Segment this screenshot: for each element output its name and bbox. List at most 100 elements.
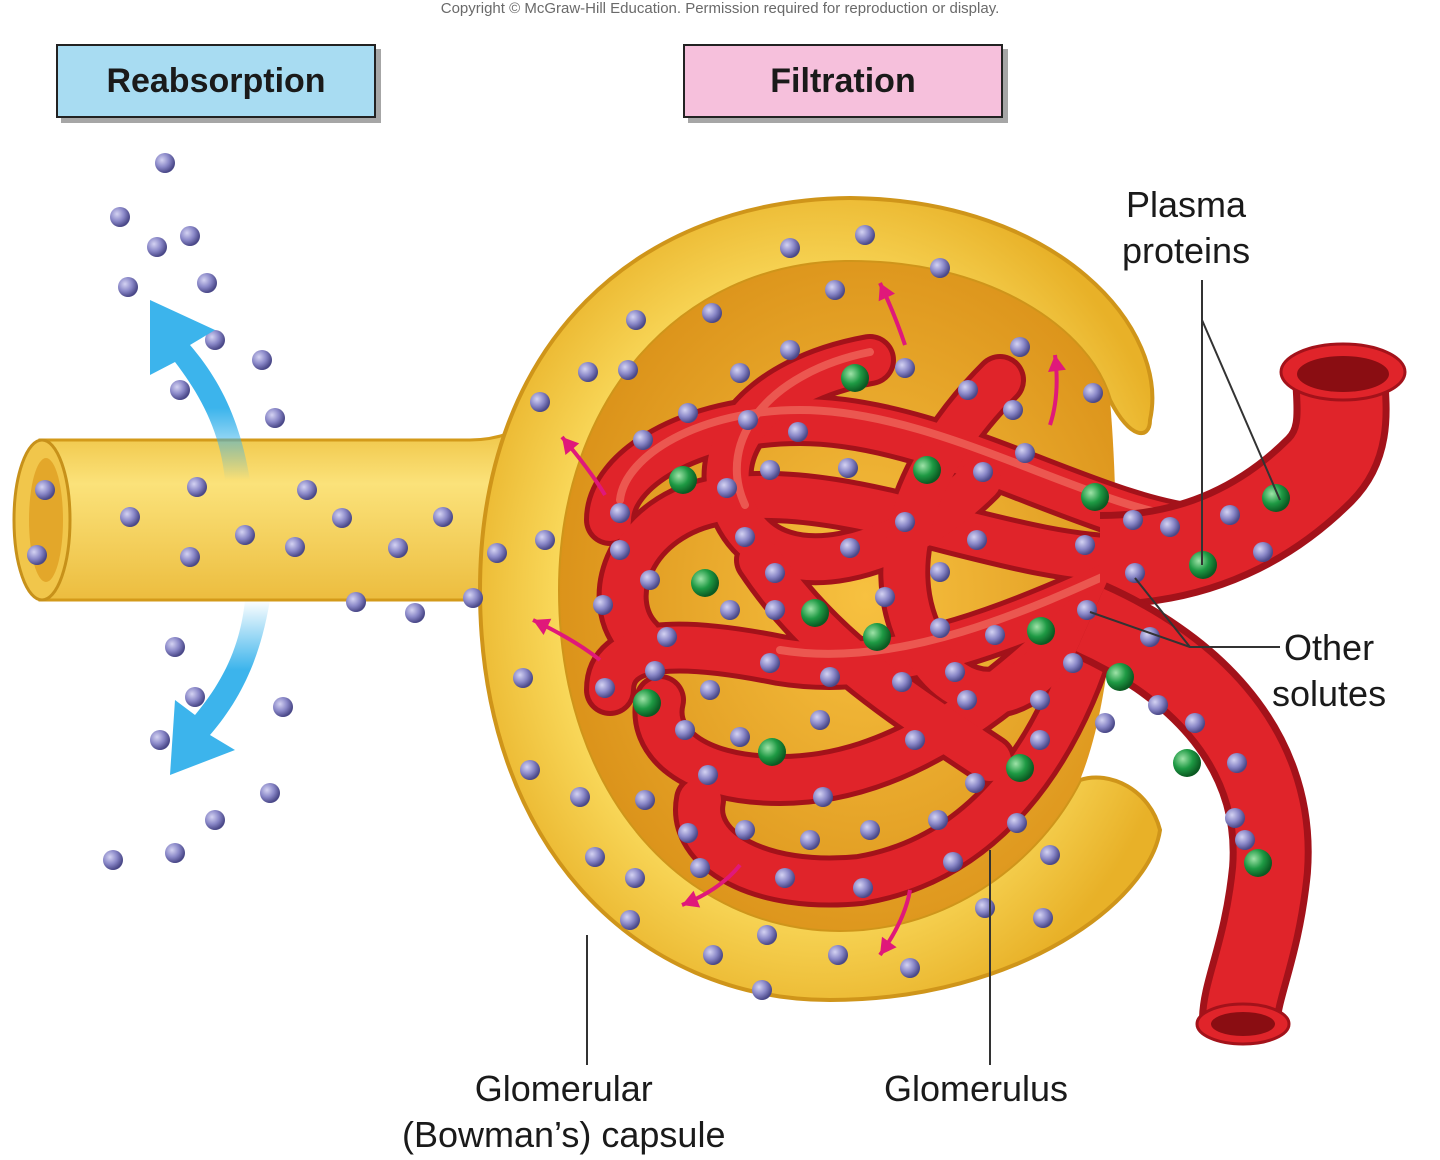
solute-particle: [1030, 690, 1050, 710]
plasma-protein-particle: [1173, 749, 1201, 777]
reabsorption-arrows: [150, 300, 270, 775]
solute-particle: [197, 273, 217, 293]
solute-particle: [252, 350, 272, 370]
solute-particle: [860, 820, 880, 840]
solute-particle: [610, 503, 630, 523]
solute-particle: [1148, 695, 1168, 715]
solute-particle: [120, 507, 140, 527]
solute-particle: [698, 765, 718, 785]
solute-particle: [346, 592, 366, 612]
other-solutes-leader: [1089, 577, 1280, 648]
plasma-protein-particle: [1006, 754, 1034, 782]
solute-particle: [900, 958, 920, 978]
solute-particle: [657, 627, 677, 647]
solute-particle: [235, 525, 255, 545]
solute-particle: [780, 238, 800, 258]
solute-particle: [610, 540, 630, 560]
vessel-openings: [1195, 342, 1407, 1046]
solute-particle: [730, 363, 750, 383]
solute-particle: [730, 727, 750, 747]
solute-particle: [205, 810, 225, 830]
solute-particle: [103, 850, 123, 870]
solute-particle: [855, 225, 875, 245]
glomerular-capsule-line2: (Bowman’s) capsule: [402, 1114, 726, 1155]
solute-particle: [626, 310, 646, 330]
solute-particle: [678, 403, 698, 423]
solute-particle: [735, 820, 755, 840]
solute-particle: [1040, 845, 1060, 865]
solute-particle: [1123, 510, 1143, 530]
other-solutes-label: Other solutes: [1272, 625, 1386, 717]
solute-particle: [973, 462, 993, 482]
glomerular-capsule-label: Glomerular (Bowman’s) capsule: [402, 1066, 725, 1158]
filtration-arrowhead: [533, 618, 552, 636]
filtration-arrowhead: [878, 283, 895, 302]
solute-particle: [765, 600, 785, 620]
plasma-protein-particle: [1244, 849, 1272, 877]
solute-particle: [593, 595, 613, 615]
solute-particle: [620, 910, 640, 930]
solute-particle: [757, 925, 777, 945]
glomerulus-label: Glomerulus: [884, 1068, 1069, 1109]
solute-particle: [388, 538, 408, 558]
plasma-protein-particle: [801, 599, 829, 627]
solute-particle: [1075, 535, 1095, 555]
solute-particle: [1063, 653, 1083, 673]
plasma-protein-particle: [758, 738, 786, 766]
solute-particle: [535, 530, 555, 550]
reabsorption-arrow-down: [170, 600, 270, 775]
solute-particle: [645, 661, 665, 681]
solute-particle: [170, 380, 190, 400]
solute-particle: [825, 280, 845, 300]
solute-particle: [265, 408, 285, 428]
solute-particle: [520, 760, 540, 780]
solute-particle: [1077, 600, 1097, 620]
glomerulus-capillaries: [584, 334, 1226, 908]
solute-particle: [530, 392, 550, 412]
solute-particle: [147, 237, 167, 257]
solute-particle: [205, 330, 225, 350]
arterioles: [1072, 368, 1390, 1023]
filtration-arrowhead: [682, 890, 701, 908]
solute-particle: [828, 945, 848, 965]
solute-particle: [35, 480, 55, 500]
glomerular-capsule-line1: Glomerular: [474, 1068, 653, 1109]
solute-particle: [965, 773, 985, 793]
solute-particle: [958, 380, 978, 400]
solute-particle: [297, 480, 317, 500]
filtration-header: Filtration: [683, 44, 1003, 118]
plasma-protein-particle: [841, 364, 869, 392]
solute-particle: [735, 527, 755, 547]
plasma-protein-particle: [1027, 617, 1055, 645]
solute-particle: [678, 823, 698, 843]
solute-particle: [985, 625, 1005, 645]
solute-particle: [155, 153, 175, 173]
plasma-proteins-label: Plasma proteins: [1122, 182, 1250, 274]
plasma-protein-particle: [913, 456, 941, 484]
solute-particle: [853, 878, 873, 898]
plasma-protein-particle: [863, 623, 891, 651]
solute-particle: [765, 563, 785, 583]
solute-particle: [780, 340, 800, 360]
solute-particle: [840, 538, 860, 558]
solute-particle: [165, 637, 185, 657]
filtration-arrowhead: [1048, 355, 1066, 372]
solute-particle: [810, 710, 830, 730]
solute-particle: [752, 980, 772, 1000]
solute-particle: [690, 858, 710, 878]
solute-particle: [1010, 337, 1030, 357]
solute-particle: [875, 587, 895, 607]
solute-particle: [405, 603, 425, 623]
solute-particle: [27, 545, 47, 565]
solute-particle: [930, 258, 950, 278]
solute-particle: [1095, 713, 1115, 733]
solute-particle: [967, 530, 987, 550]
solute-particle: [720, 600, 740, 620]
solute-particle: [1253, 542, 1273, 562]
solute-particle: [675, 720, 695, 740]
filtration-arrowhead: [562, 437, 580, 456]
solute-particle: [928, 810, 948, 830]
plasma-proteins-leader: [1201, 280, 1281, 565]
solute-particles: [27, 153, 1290, 1000]
